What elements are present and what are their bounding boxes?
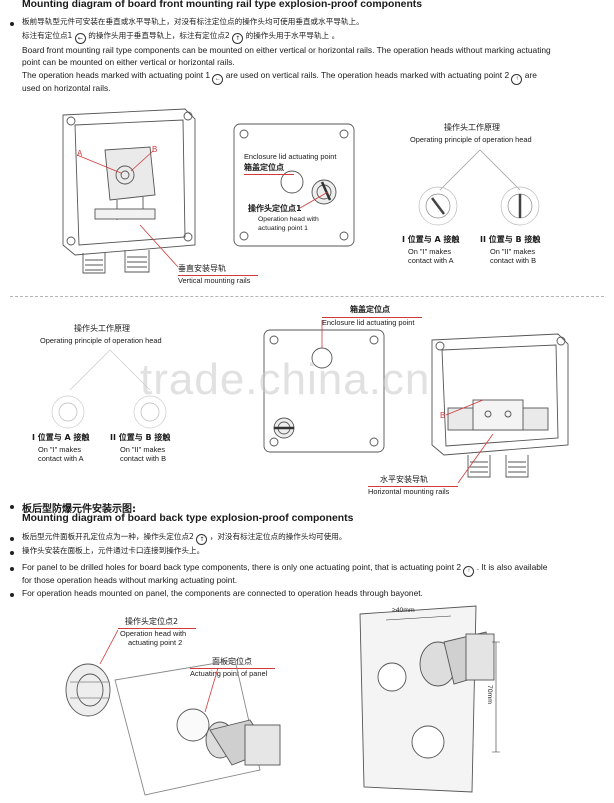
pos1b-en1: On "I" makes	[38, 445, 82, 454]
head-point1-cn: 操作头定位点1	[248, 204, 302, 213]
section2-bullet4: For operation heads mounted on panel, th…	[22, 588, 423, 598]
cn-line2-part2: 的操作头用于垂直导轨上，标注有定位点2	[88, 31, 230, 40]
board-back-assembly-drawing	[65, 629, 281, 796]
lid2-label-underline	[322, 317, 422, 318]
dim-height: 70mm	[485, 685, 493, 704]
pos2b-en2: contact with B	[120, 454, 167, 463]
enclosure-lid-horizontal-drawing	[263, 320, 385, 453]
panel-point-cn: 面板定位点	[212, 657, 252, 666]
head2-en1: Operation head with	[120, 629, 187, 638]
lid-actuating-en: Enclosure lid actuating point	[244, 152, 337, 161]
en-line3-part1: The operation heads marked with actuatin…	[22, 70, 211, 80]
actuating-point-1-icon: ←	[74, 33, 86, 44]
section-divider	[10, 296, 604, 297]
head2-label-underline	[118, 628, 196, 629]
section1-en-line1: Board front mounting rail type component…	[22, 45, 551, 55]
actuating-point-2-icon: ↑	[196, 534, 208, 545]
lid2-en: Enclosure lid actuating point	[322, 318, 415, 327]
bullet-dot	[10, 567, 14, 571]
head2-cn: 操作头定位点2	[125, 617, 179, 626]
section2-title-en: Mounting diagram of board back type expl…	[22, 513, 354, 524]
bullet1-part2: ，对没有标注定位点的操作头均可使用。	[209, 532, 347, 541]
actuating-point-2-icon: ↑	[232, 33, 244, 44]
head-point1-en1: Operation head with	[258, 216, 319, 223]
pos1-cn: I 位置与 A 接触	[402, 235, 460, 244]
principle2-en: Operating principle of operation head	[40, 336, 162, 345]
vertical-rail-cn: 垂直安装导轨	[178, 264, 226, 273]
bullet3-part2: . It is also available	[476, 562, 548, 572]
section1-en-line4: used on horizontal rails.	[22, 83, 111, 93]
horizontal-rail-cn: 水平安装导轨	[380, 475, 428, 484]
section2-bullet3-line1: For panel to be drilled holes for board …	[22, 562, 547, 577]
horizontal-rail-en: Horizontal mounting rails	[368, 487, 450, 496]
pos2-en2: contact with B	[490, 256, 537, 265]
lid-label-underline	[244, 174, 294, 175]
bullet-dot	[10, 22, 14, 26]
section1-cn-line2: 标注有定位点1 ← 的操作头用于垂直导轨上，标注有定位点2 ↑ 的操作头用于水平…	[22, 31, 339, 44]
dim-width: ≥40mm	[392, 607, 415, 614]
marker-a: A	[77, 149, 83, 158]
panel-dimension-drawing	[359, 605, 500, 793]
bullet-dot	[10, 537, 14, 541]
section1-cn-line1: 板前导轨型元件可安装在垂直或水平导轨上，对没有标注定位点的操作头均可使用垂直或水…	[22, 17, 364, 26]
section2-title-cn: 板后型防爆元件安装示图:	[22, 504, 136, 515]
rail-label-underline	[178, 275, 258, 276]
pos2b-en1: On "II" makes	[120, 445, 166, 454]
principle2-cn: 操作头工作原理	[74, 324, 130, 333]
section2-bullet1: 板后型元件面板开孔定位点为一种，操作头定位点2 ↑ ，对没有标注定位点的操作头均…	[22, 532, 346, 545]
pos1b-cn: I 位置与 A 接触	[32, 433, 90, 442]
lid-actuating-cn: 箱盖定位点	[244, 163, 284, 172]
principle-en: Operating principle of operation head	[410, 135, 532, 144]
head2-en2: actuating point 2	[128, 638, 183, 647]
head-leader-line	[299, 191, 329, 209]
cn-line2-part1: 标注有定位点1	[22, 31, 73, 40]
section1-title: Mounting diagram of board front mounting…	[22, 0, 423, 10]
pos1b-en2: contact with A	[38, 454, 84, 463]
enclosure-box-horizontal-rail-drawing	[431, 333, 569, 484]
panel-label-underline	[190, 668, 275, 669]
actuating-point-2-icon: ↑	[511, 74, 523, 85]
actuating-point-2-icon: ↑	[463, 566, 475, 577]
bullet-dot	[10, 551, 14, 555]
vertical-rail-en: Vertical mounting rails	[178, 276, 251, 285]
cn-line2-part3: 的操作头用于水平导轨上 。	[245, 31, 340, 40]
section1-en-line3: The operation heads marked with actuatin…	[22, 70, 537, 85]
pos2-en1: On "II" makes	[490, 247, 536, 256]
marker-b2: B	[440, 411, 446, 420]
principle-cn: 操作头工作原理	[444, 123, 500, 132]
bullet3-part1: For panel to be drilled holes for board …	[22, 562, 462, 572]
lid2-cn: 箱盖定位点	[350, 305, 390, 314]
bullet-dot	[10, 505, 14, 509]
section2-bullet2: 操作头安装在面板上，元件通过卡口连接到操作头上。	[22, 546, 205, 555]
en-line3-part2: are used on vertical rails. The operatio…	[225, 70, 510, 80]
enclosure-box-vertical-rail-drawing	[62, 108, 196, 274]
hrail-label-underline	[368, 486, 458, 487]
panel-point-en: Actuating point of panel	[190, 669, 268, 678]
section1-en-line2: point can be mounted on either vertical …	[22, 57, 235, 67]
bullet1-part1: 板后型元件面板开孔定位点为一种，操作头定位点2	[22, 532, 194, 541]
pos1-en1: On "I" makes	[408, 247, 452, 256]
pos1-en2: contact with A	[408, 256, 454, 265]
principle-switch-drawing	[418, 149, 540, 226]
section2-bullet3-line2: for those operation heads without markin…	[22, 575, 238, 585]
principle2-switch-drawing	[51, 349, 167, 429]
bullet-dot	[10, 593, 14, 597]
pos2-cn: II 位置与 B 接触	[480, 235, 541, 244]
pos2b-cn: II 位置与 B 接触	[110, 433, 171, 442]
en-line3-part3: are	[524, 70, 537, 80]
actuating-point-1-icon: ←	[212, 74, 224, 85]
head-point1-en2: actuating point 1	[258, 225, 308, 232]
watermark: trade.china.cn	[140, 355, 431, 404]
marker-b: B	[152, 145, 158, 154]
